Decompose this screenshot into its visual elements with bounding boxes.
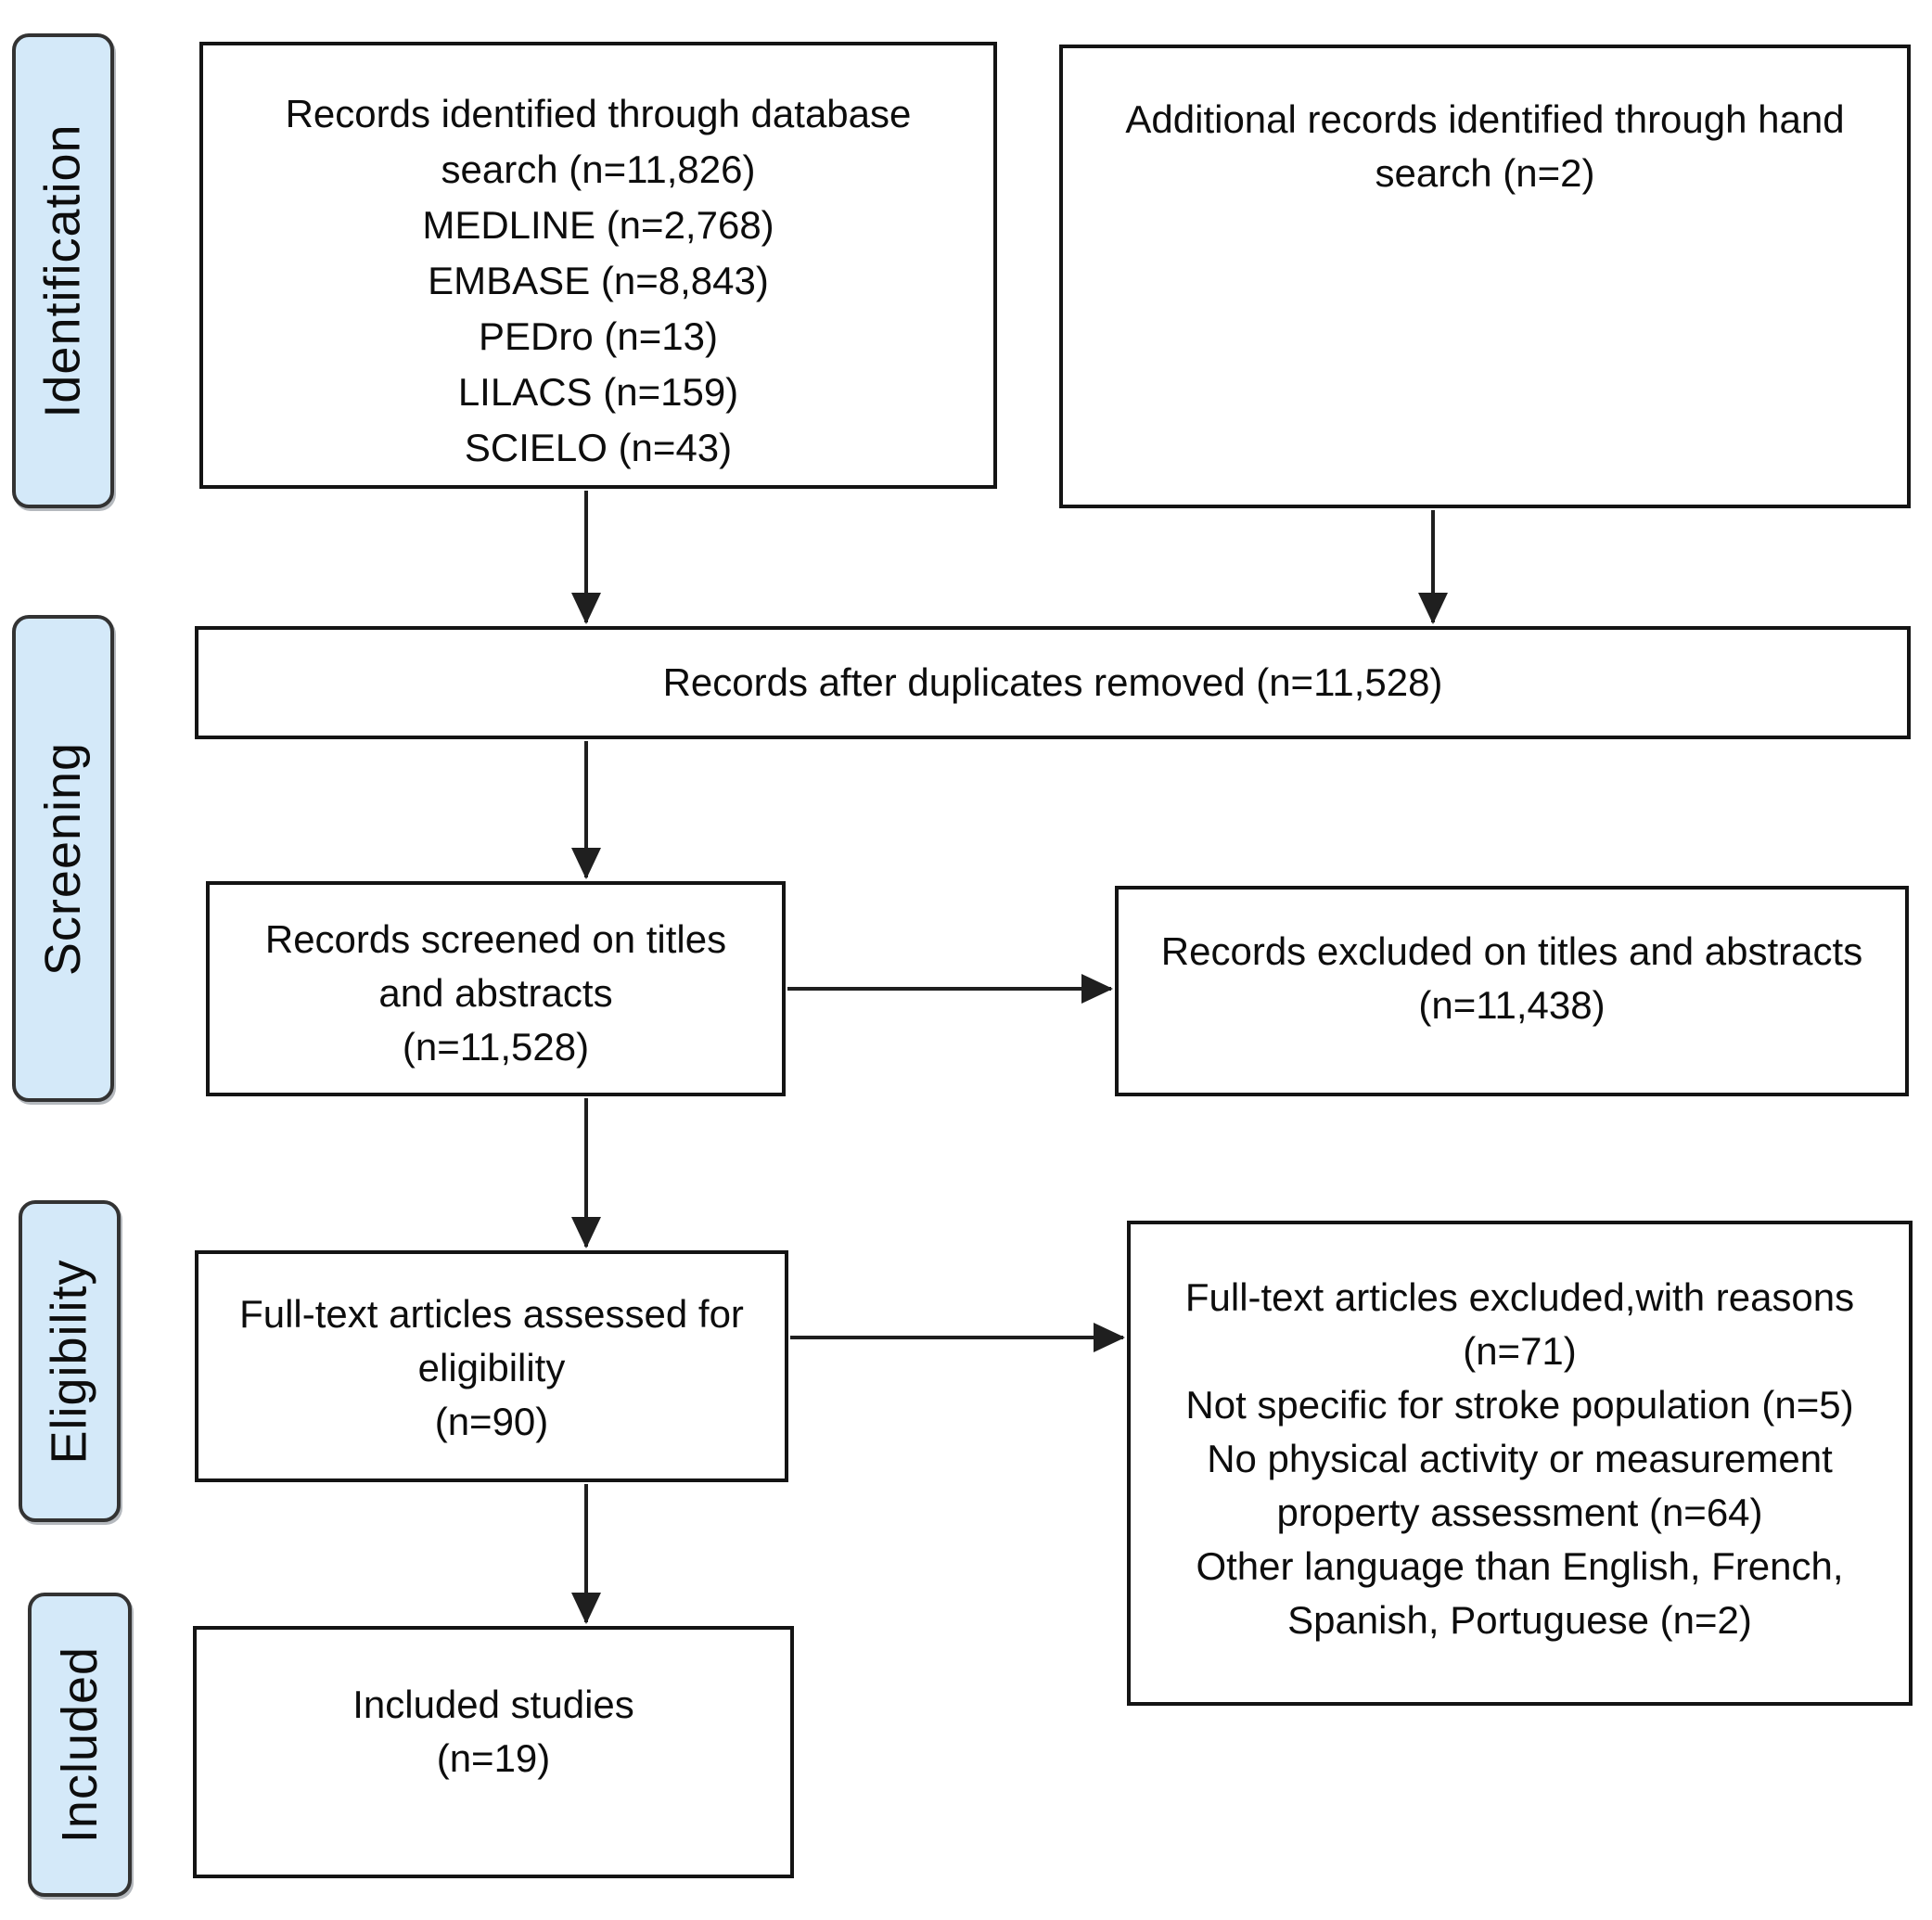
box-records-excluded-titles-abstracts: Records excluded on titles and abstracts… bbox=[1115, 886, 1909, 1096]
box-line: search (n=11,826) bbox=[441, 147, 756, 191]
stage-label-screening: Screening bbox=[12, 615, 114, 1102]
box-records-after-duplicates-removed: Records after duplicates removed (n=11,5… bbox=[195, 626, 1911, 739]
box-line: EMBASE (n=8,843) bbox=[428, 259, 769, 302]
stage-label-text: Included bbox=[52, 1645, 109, 1844]
box-line: (n=90) bbox=[434, 1400, 549, 1443]
box-line: search (n=2) bbox=[1375, 151, 1595, 195]
box-line: Full-text articles assessed for bbox=[239, 1292, 744, 1336]
stage-label-text: Identification bbox=[35, 123, 92, 418]
box-line: Full-text articles excluded,with reasons bbox=[1184, 1275, 1855, 1319]
box-line: Spanish, Portuguese (n=2) bbox=[1287, 1598, 1752, 1642]
box-line: PEDro (n=13) bbox=[479, 314, 718, 358]
box-fulltext-assessed: Full-text articles assessed for eligibil… bbox=[195, 1250, 788, 1482]
stage-label-text: Eligibility bbox=[42, 1258, 98, 1465]
box-line: (n=19) bbox=[436, 1736, 551, 1780]
box-line: Records identified through database bbox=[285, 92, 912, 135]
box-included-studies: Included studies (n=19) bbox=[193, 1626, 794, 1878]
box-line: (n=11,438) bbox=[1418, 983, 1606, 1027]
box-line: No physical activity or measurement bbox=[1207, 1437, 1833, 1480]
box-line: MEDLINE (n=2,768) bbox=[422, 203, 774, 247]
box-line: Records after duplicates removed (n=11,5… bbox=[662, 660, 1443, 704]
box-line: eligibility bbox=[417, 1346, 566, 1389]
box-records-identified-database: Records identified through database sear… bbox=[199, 42, 997, 489]
stage-label-eligibility: Eligibility bbox=[19, 1200, 121, 1522]
stage-label-text: Screening bbox=[35, 741, 92, 976]
box-records-screened: Records screened on titles and abstracts… bbox=[206, 881, 786, 1096]
box-line: property assessment (n=64) bbox=[1276, 1491, 1763, 1534]
box-line: Included studies bbox=[352, 1683, 634, 1726]
box-line: LILACS (n=159) bbox=[457, 370, 739, 414]
box-line: (n=11,528) bbox=[402, 1025, 590, 1069]
box-line: (n=71) bbox=[1463, 1329, 1577, 1373]
stage-label-identification: Identification bbox=[12, 33, 114, 508]
box-line: Not specific for stroke population (n=5) bbox=[1185, 1383, 1854, 1427]
box-line: Additional records identified through ha… bbox=[1125, 97, 1845, 141]
box-fulltext-excluded-reasons: Full-text articles excluded,with reasons… bbox=[1127, 1221, 1913, 1706]
stage-label-included: Included bbox=[28, 1593, 132, 1897]
box-line: Records screened on titles bbox=[264, 917, 727, 961]
box-line: and abstracts bbox=[378, 971, 613, 1015]
box-additional-records-hand-search: Additional records identified through ha… bbox=[1059, 45, 1911, 508]
box-line: SCIELO (n=43) bbox=[464, 426, 733, 469]
box-line: Other language than English, French, bbox=[1196, 1544, 1844, 1588]
box-line: Records excluded on titles and abstracts bbox=[1160, 929, 1863, 973]
